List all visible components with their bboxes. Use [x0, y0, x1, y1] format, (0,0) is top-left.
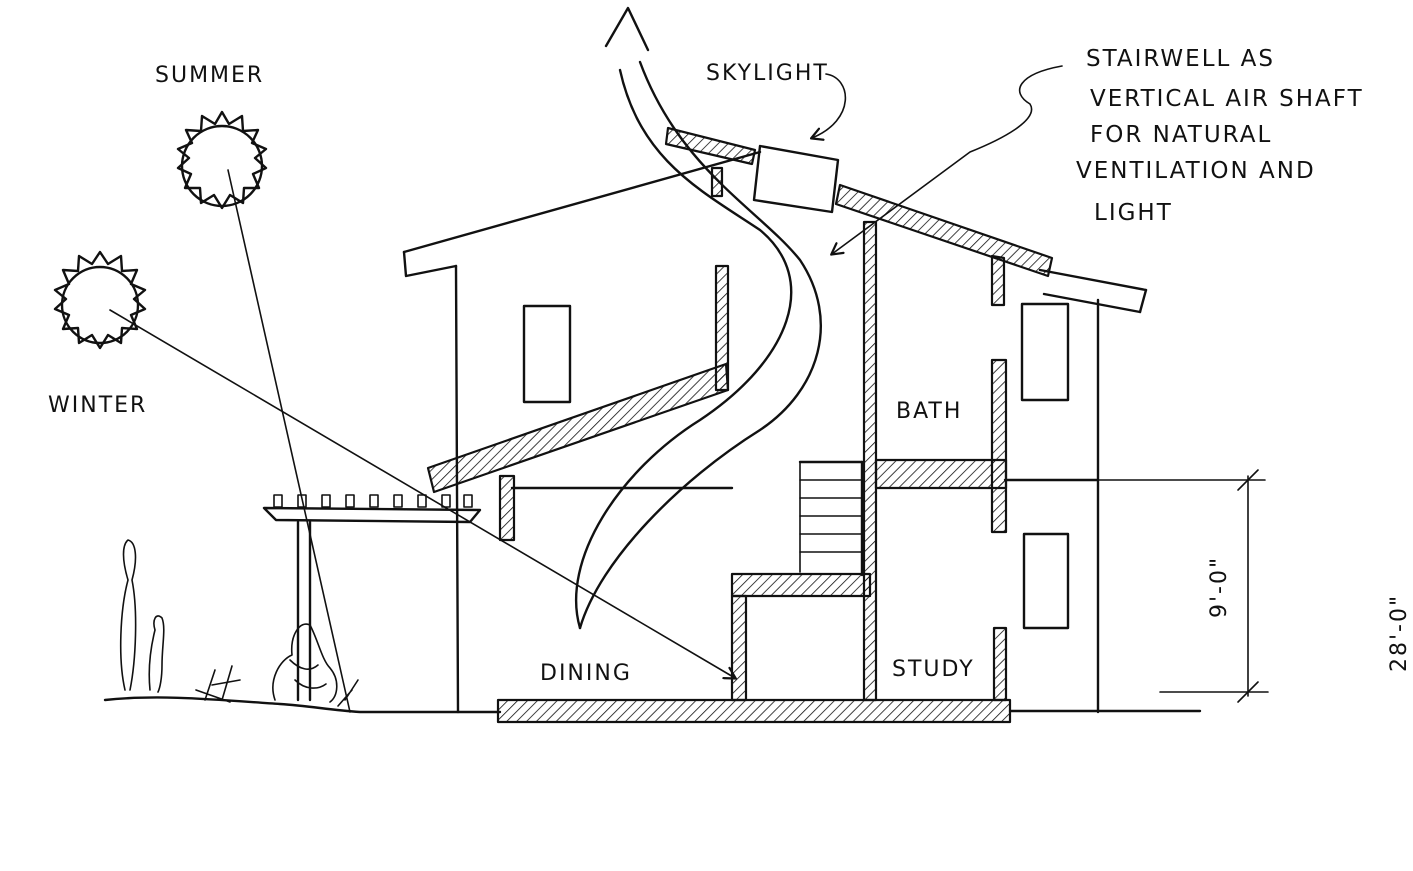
dining-room-label: DINING	[540, 661, 632, 686]
stairwell-note-line: VERTICAL AIR SHAFT	[1090, 86, 1364, 112]
study-room-label: STUDY	[892, 657, 975, 682]
floor-height-dimension: 9'-0"	[1207, 556, 1232, 618]
bath-room-label: BATH	[896, 399, 962, 424]
stair	[799, 461, 863, 573]
stairwell-note-line: LIGHT	[1094, 200, 1173, 226]
stairwell-note-line: VENTILATION AND	[1076, 158, 1316, 184]
dimension-lines	[1029, 469, 1269, 703]
summer-label: SUMMER	[155, 63, 264, 88]
airflow-path	[574, 6, 822, 630]
trellis	[262, 494, 482, 702]
winter-label: WINTER	[48, 393, 147, 418]
windows	[522, 302, 1070, 630]
summer-sun-icon	[176, 110, 268, 210]
ground-and-plants	[103, 539, 1202, 714]
skylight-label: SKYLIGHT	[706, 61, 829, 86]
overall-height-dimension: 28'-0"	[1387, 594, 1412, 672]
stairwell-note-line: FOR NATURAL	[1090, 122, 1272, 148]
stairwell-note: STAIRWELL AS VERTICAL AIR SHAFT FOR NATU…	[1076, 46, 1364, 226]
section-cut-elements	[426, 126, 1054, 724]
stairwell-note-line: STAIRWELL AS	[1086, 46, 1275, 72]
annotation-leaders	[812, 65, 1063, 254]
sun-angle-lines	[109, 169, 735, 713]
winter-sun-icon	[53, 250, 147, 350]
